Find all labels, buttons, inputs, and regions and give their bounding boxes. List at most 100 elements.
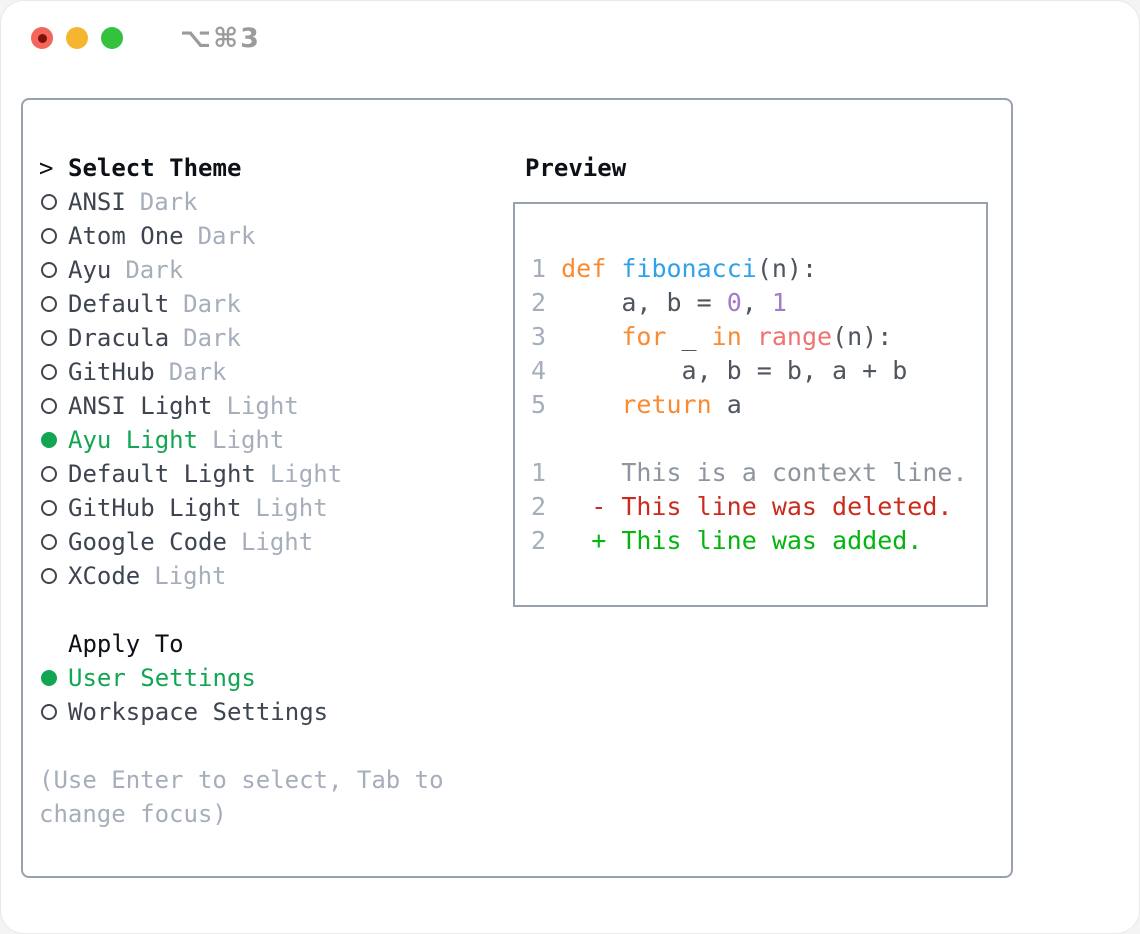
code-token: range [756,322,833,351]
code-line: 4 a, b = b, a + b [531,354,986,388]
marker-cell [39,500,68,516]
theme-variant: Dark [168,358,227,386]
line-number: 4 [531,356,547,385]
theme-variant: Light [226,392,299,420]
window-shortcut-label: ⌥⌘3 [180,22,261,54]
theme-list-title: Select Theme [68,154,242,182]
radio-icon [41,330,57,346]
code-token: 0 [726,288,742,317]
code-token: (n): [756,254,818,283]
theme-variant: Dark [125,256,184,284]
code-token: def [561,254,607,283]
theme-name: Atom One [68,222,184,250]
theme-name: Default [68,290,170,318]
marker-cell [39,432,68,448]
apply-to-option[interactable]: User Settings [39,661,494,695]
theme-name: GitHub Light [68,494,242,522]
maximize-button[interactable] [101,27,123,49]
apply-to-header-row: Apply To [39,627,494,661]
code-token: a, b = [546,288,727,317]
code-token [742,322,757,351]
marker-cell [39,534,68,550]
theme-variant: Dark [183,324,241,352]
theme-option[interactable]: ANSI Light Light [39,389,494,423]
theme-option[interactable]: Ayu Dark [39,253,494,287]
marker-cell [39,704,68,720]
titlebar: ⌥⌘3 [1,1,1139,75]
theme-option[interactable]: Ayu Light Light [39,423,494,457]
diff-line: 2 - This line was deleted. [531,490,986,524]
theme-variant: Light [269,460,343,488]
marker-cell [39,330,68,346]
theme-variant: Dark [197,222,256,250]
diff-sample: 1 This is a context line.2 - This line w… [531,456,986,558]
theme-name: Ayu Light [68,426,199,454]
spacer-row [39,729,494,763]
code-token [546,390,621,419]
marker-cell [39,670,68,686]
code-token: (n): [832,322,893,351]
theme-option[interactable]: Default Light Light [39,457,494,491]
radio-selected-icon [41,670,57,686]
code-token: _ [666,322,712,351]
apply-to-label: Workspace Settings [68,698,329,726]
code-token: for [621,322,667,351]
theme-name: Ayu [68,256,112,284]
theme-variant: Light [154,562,227,590]
prompt-icon: > [39,154,54,182]
theme-list-header-row: > Select Theme [39,151,494,185]
line-number: 1 [531,254,547,283]
code-line: 2 a, b = 0, 1 [531,286,986,320]
radio-icon [41,568,57,584]
marker-cell: > [39,154,68,182]
diff-line: 1 This is a context line. [531,456,986,490]
code-token [546,492,591,521]
code-token: a [711,390,742,419]
radio-icon [41,500,57,516]
radio-selected-icon [41,432,57,448]
code-token: + This line was added. [591,526,923,555]
theme-option[interactable]: Default Dark [39,287,494,321]
theme-name: ANSI Light [68,392,213,420]
code-token [606,254,621,283]
line-number: 5 [531,390,547,419]
preview-title: Preview [525,154,627,182]
theme-name: Default Light [68,460,256,488]
theme-option[interactable]: Atom One Dark [39,219,494,253]
theme-name: Dracula [68,324,170,352]
code-token: - This line was deleted. [591,492,953,521]
marker-cell [39,398,68,414]
apply-to-option[interactable]: Workspace Settings [39,695,494,729]
code-line: 3 for _ in range(n): [531,320,986,354]
theme-name: ANSI [68,188,126,216]
close-button[interactable] [31,27,53,49]
marker-cell [39,364,68,380]
line-number: 1 [531,458,547,487]
radio-icon [41,534,57,550]
theme-name: Google Code [68,528,227,556]
marker-cell [39,568,68,584]
theme-option[interactable]: ANSI Dark [39,185,494,219]
theme-variant: Dark [183,290,241,318]
theme-variant: Light [212,426,285,454]
code-line: 1 def fibonacci(n): [531,252,986,286]
radio-icon [41,296,57,312]
diff-line: 2 + This line was added. [531,524,986,558]
theme-option[interactable]: Dracula Dark [39,321,494,355]
code-token [546,254,561,283]
spacer-row [39,593,494,627]
minimize-button[interactable] [66,27,88,49]
theme-variant: Dark [139,188,198,216]
radio-icon [41,398,57,414]
code-token: in [711,322,742,351]
code-token: This is a context line. [546,458,968,487]
